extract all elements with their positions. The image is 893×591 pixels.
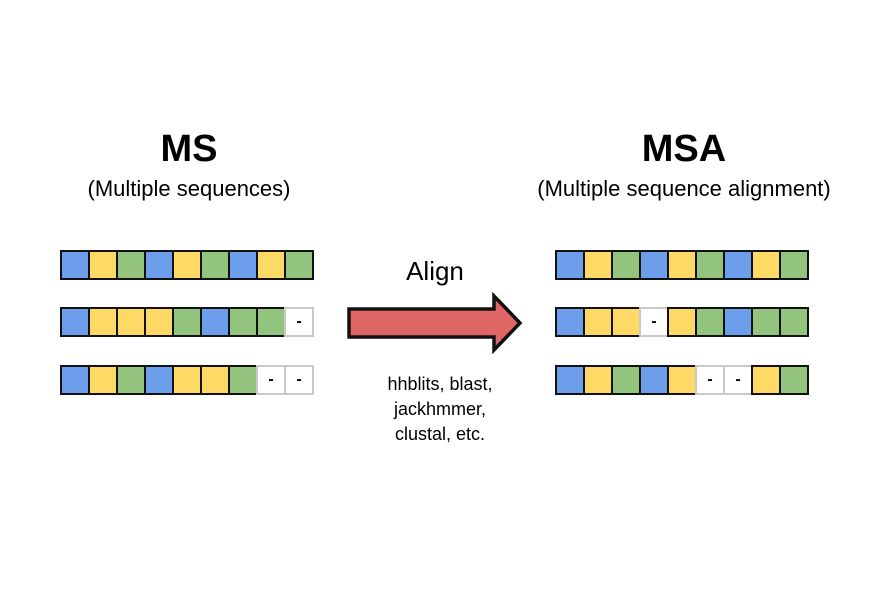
align-arrow-icon [347,292,523,354]
alignment-tools: hhblits, blast, jackhmmer, clustal, etc. [360,372,520,447]
residue-cell-yellow [611,307,641,337]
residue-cell-yellow [88,307,118,337]
residue-cell-yellow [88,250,118,280]
residue-cell-green [779,307,809,337]
residue-cell-yellow [667,307,697,337]
residue-cell-yellow [144,307,174,337]
residue-cell-green [751,307,781,337]
residue-cell-yellow [583,250,613,280]
gap-cell: - [723,365,753,395]
residue-cell-green [611,365,641,395]
ms-subtitle: (Multiple sequences) [87,176,291,201]
msa-title: MSA [641,128,727,170]
residue-cell-blue [723,250,753,280]
ms-sequence-row [60,250,314,280]
residue-cell-green [256,307,286,337]
tools-line-1: hhblits, blast, [387,374,493,394]
residue-cell-green [695,250,725,280]
gap-cell: - [639,307,669,337]
residue-cell-yellow [88,365,118,395]
residue-cell-green [200,250,230,280]
gap-cell: - [256,365,286,395]
residue-cell-blue [60,250,90,280]
residue-cell-green [116,250,146,280]
msa-sequence-row [555,250,809,280]
residue-cell-green [172,307,202,337]
residue-cell-yellow [172,365,202,395]
residue-cell-blue [144,250,174,280]
residue-cell-blue [723,307,753,337]
msa-sequence-row: - [555,307,809,337]
residue-cell-blue [60,307,90,337]
residue-cell-green [779,365,809,395]
residue-cell-yellow [667,365,697,395]
residue-cell-green [695,307,725,337]
residue-cell-green [116,365,146,395]
residue-cell-blue [200,307,230,337]
gap-cell: - [284,307,314,337]
residue-cell-yellow [667,250,697,280]
residue-cell-yellow [751,250,781,280]
residue-cell-blue [228,250,258,280]
tools-line-3: clustal, etc. [394,424,486,444]
tools-line-2: jackhmmer, [393,399,487,419]
residue-cell-blue [144,365,174,395]
residue-cell-blue [639,365,669,395]
residue-cell-blue [555,250,585,280]
residue-cell-blue [639,250,669,280]
ms-sequence-row: - [60,307,314,337]
residue-cell-green [284,250,314,280]
ms-title: MS [160,128,218,170]
gap-cell: - [284,365,314,395]
align-label: Align [406,256,464,286]
residue-cell-yellow [200,365,230,395]
residue-cell-yellow [256,250,286,280]
residue-cell-yellow [116,307,146,337]
ms-sequence-row: -- [60,365,314,395]
residue-cell-yellow [583,365,613,395]
residue-cell-green [611,250,641,280]
residue-cell-blue [60,365,90,395]
gap-cell: - [695,365,725,395]
residue-cell-blue [555,307,585,337]
residue-cell-green [228,307,258,337]
residue-cell-yellow [583,307,613,337]
residue-cell-green [228,365,258,395]
msa-subtitle: (Multiple sequence alignment) [537,176,831,201]
residue-cell-blue [555,365,585,395]
msa-sequence-row: -- [555,365,809,395]
residue-cell-yellow [172,250,202,280]
residue-cell-yellow [751,365,781,395]
arrow-shape [347,292,523,354]
residue-cell-green [779,250,809,280]
